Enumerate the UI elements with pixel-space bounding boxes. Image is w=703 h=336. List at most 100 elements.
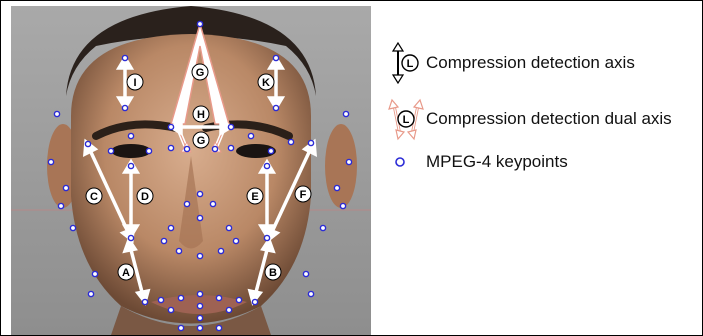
keypoint [272,104,280,112]
keypoint [183,200,191,208]
keypoint [247,132,255,140]
keypoint [196,252,204,260]
label-G: G [192,131,210,149]
keypoint [175,247,183,255]
keypoint [235,296,243,304]
keypoint [272,54,280,62]
left-eyebrow [92,120,180,140]
keypoint [209,200,217,208]
keypoint [196,314,204,322]
keypoint [267,147,275,155]
keypoint [339,202,347,210]
label-H: H [192,105,210,123]
label-C: C [85,187,103,205]
keypoint [47,158,55,166]
label-J: G [191,63,209,81]
left-eye [111,144,151,158]
axis-K [266,54,286,112]
svg-text:G: G [197,135,206,147]
keypoint [263,234,271,242]
mpeg4-keypoints [47,20,353,332]
axis-labels: G I K H G C D E F A B [85,63,312,281]
keypoint [167,144,175,152]
label-E: E [246,187,264,205]
svg-text:H: H [197,109,205,121]
keypoint [157,296,165,304]
keypoint [107,147,115,155]
neck [111,306,271,335]
keypoint [263,162,271,170]
keypoint [160,237,168,245]
keypoint [211,145,219,153]
keypoint [319,224,327,232]
axis-B [247,236,276,306]
keypoint [333,184,341,192]
right-ear [325,124,357,208]
keypoint [177,294,185,302]
svg-text:I: I [133,77,136,89]
label-A: A [117,263,135,281]
keypoint [302,270,310,278]
keypoint [217,247,225,255]
legend-item-dual-axis: L Compression detection dual axis [386,97,672,141]
keypoint [145,147,153,155]
keypoint [196,20,204,28]
keypoint [225,306,233,314]
svg-text:L: L [407,58,414,70]
keypoint [69,224,77,232]
legend-label-axis: Compression detection axis [426,53,635,72]
keypoint [183,145,191,153]
svg-text:C: C [90,191,98,203]
svg-text:E: E [251,191,258,203]
face-diagram: G I K H G C D E F A B [11,6,371,335]
keypoint [225,224,233,232]
keypoint [227,144,235,152]
keypoint [177,324,185,332]
keypoint [87,290,95,298]
label-F: F [294,185,312,203]
keypoint [127,132,135,140]
svg-text:D: D [141,191,149,203]
svg-text:B: B [269,267,277,279]
legend-label-keypoints: MPEG-4 keypoints [426,152,568,171]
keypoint [307,139,315,147]
label-D: D [136,187,154,205]
keypoint [342,110,350,118]
keypoint-icon [395,157,405,167]
keypoint [167,123,175,131]
keypoint [57,202,65,210]
label-I: I [126,73,144,91]
right-eye [236,144,276,158]
keypoint [232,237,240,245]
keypoint [121,54,129,62]
face-image-panel: G I K H G C D E F A B [11,6,371,335]
legend-label-dual-axis: Compression detection dual axis [426,109,672,128]
svg-text:L: L [403,114,410,126]
keypoint [196,214,204,222]
keypoint [345,158,353,166]
keypoint [167,306,175,314]
keypoint [196,324,204,332]
compression-dual-axis-icon: L [388,98,424,141]
keypoint [307,290,315,298]
keypoint [196,290,204,298]
label-B: B [264,263,282,281]
keypoint [84,140,92,148]
keypoint [127,162,135,170]
keypoint [215,294,223,302]
keypoint [127,234,135,242]
nose [179,156,203,249]
label-K: K [257,73,275,91]
keypoint [121,104,129,112]
hair [66,6,316,96]
svg-text:G: G [196,67,205,79]
keypoint [167,224,175,232]
compression-axis-icon: L [391,41,419,85]
keypoint [196,190,204,198]
svg-text:A: A [122,267,130,279]
keypoint [62,184,70,192]
keypoint [287,138,295,146]
keypoint [196,302,204,310]
keypoint [251,298,259,306]
